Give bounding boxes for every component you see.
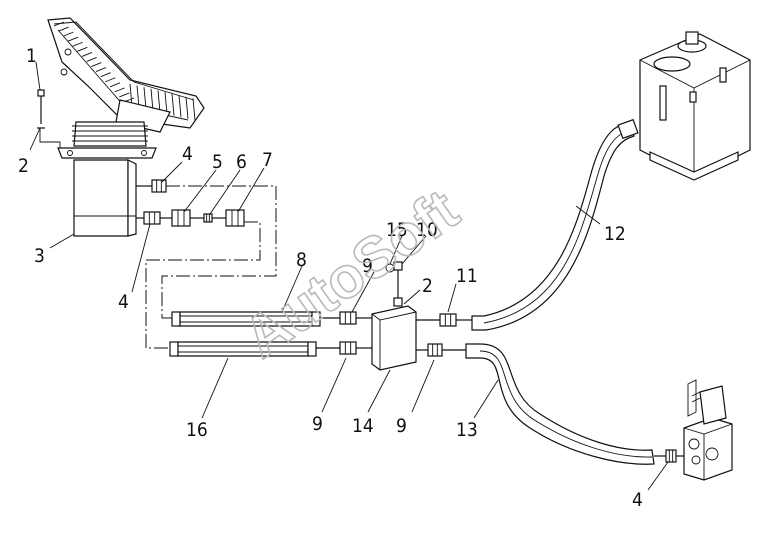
callout-13: 13: [456, 419, 478, 441]
callout-6: 6: [236, 151, 247, 173]
callout-labels: 1 2 3 4 5 6 7 4 8 9 15 10 2 11 12 16 9 1…: [18, 45, 643, 511]
mounting-flange: [57, 147, 157, 159]
fitting: [143, 211, 161, 225]
leader-lines: [29, 61, 669, 491]
distribution-block: [371, 261, 417, 371]
callout-14: 14: [352, 415, 374, 437]
master-cylinder: [73, 159, 137, 237]
callout-5: 5: [212, 151, 223, 173]
hose-8: [171, 311, 321, 327]
brake-pedal-assembly: [37, 17, 205, 237]
bellows-boot: [72, 121, 148, 147]
callout-4: 4: [118, 291, 129, 313]
callout-1: 1: [26, 45, 37, 67]
callout-10: 10: [416, 219, 438, 241]
fitting: [151, 179, 167, 193]
hose-16: [169, 341, 317, 357]
callout-4: 4: [182, 143, 193, 165]
callout-9: 9: [396, 415, 407, 437]
callout-4: 4: [632, 489, 643, 511]
brake-valve: [683, 379, 733, 481]
bolt-1: [37, 89, 45, 129]
fitting: [665, 449, 677, 463]
callout-15: 15: [386, 219, 408, 241]
hose-13: [465, 343, 655, 465]
fitting: [427, 343, 443, 357]
hydraulic-tank: [639, 31, 751, 181]
callout-12: 12: [604, 223, 626, 245]
pipe-lines: [136, 185, 684, 457]
fitting: [439, 313, 457, 327]
hose-12: [471, 118, 639, 331]
fitting: [171, 209, 191, 227]
callout-11: 11: [456, 265, 478, 287]
callout-9: 9: [362, 255, 373, 277]
callout-3: 3: [34, 245, 45, 267]
fitting: [339, 341, 357, 355]
callout-8: 8: [296, 249, 307, 271]
callout-9: 9: [312, 413, 323, 435]
callout-7: 7: [262, 149, 273, 171]
fitting: [203, 213, 213, 223]
callout-16: 16: [186, 419, 208, 441]
fitting: [225, 209, 245, 227]
callout-2: 2: [18, 155, 29, 177]
callout-2: 2: [422, 275, 433, 297]
pedal-plate: [47, 17, 205, 133]
fittings: [143, 179, 677, 463]
